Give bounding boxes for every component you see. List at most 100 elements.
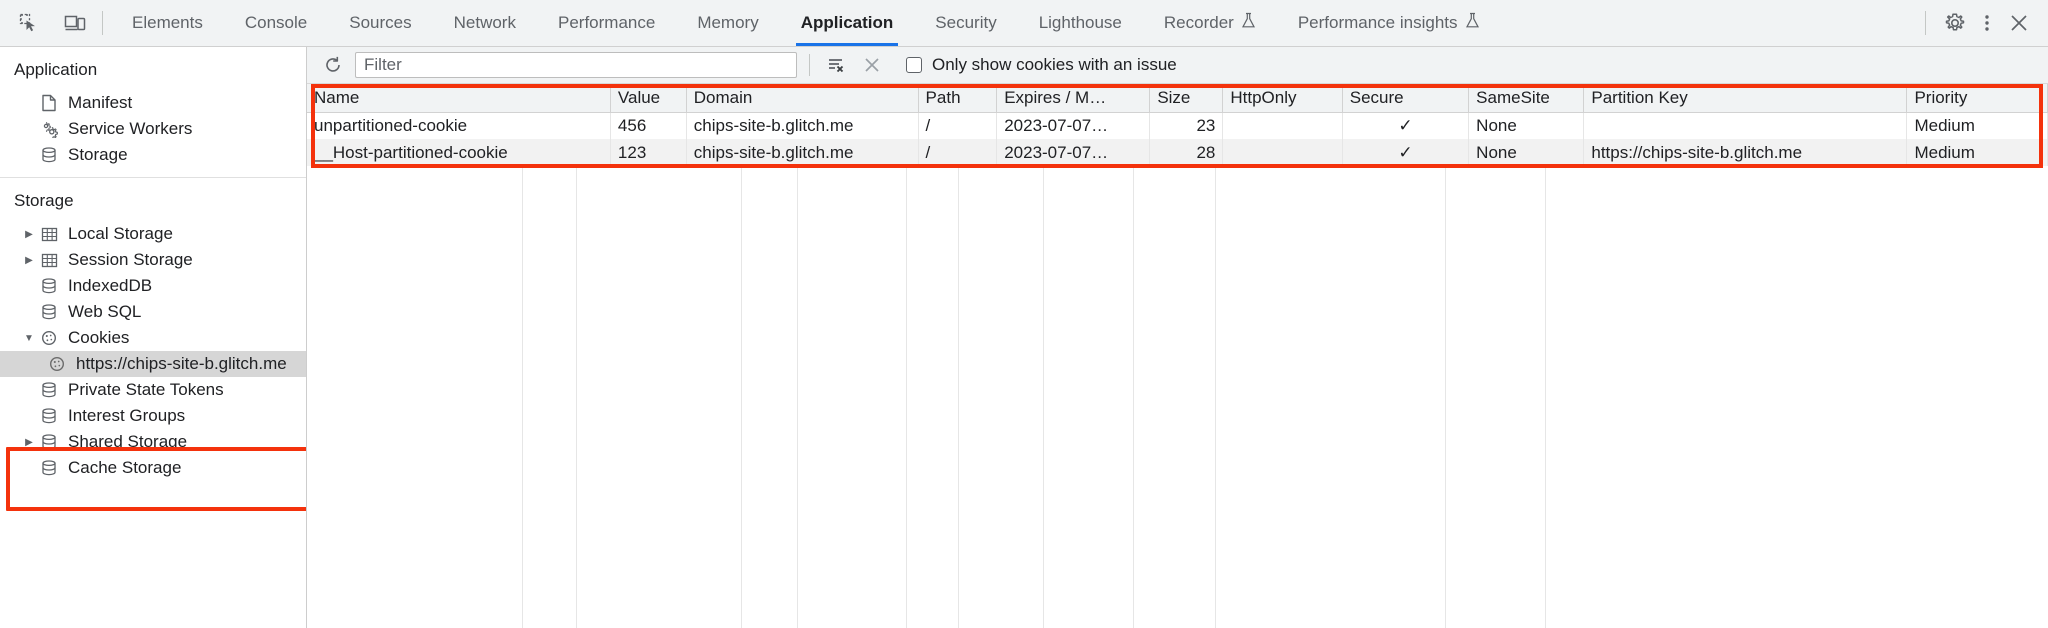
sidebar-item-service-workers[interactable]: Service Workers [0, 116, 306, 142]
column-header-priority[interactable]: Priority [1906, 84, 2048, 113]
column-header-samesite[interactable]: SameSite [1468, 84, 1585, 113]
cell-priority: Medium [1906, 139, 2048, 166]
column-header-expires[interactable]: Expires / M… [996, 84, 1151, 113]
tab-performance[interactable]: Performance [537, 0, 676, 46]
sidebar-item-local-storage[interactable]: ▶ Local Storage [0, 221, 306, 247]
tab-label: Console [244, 13, 308, 32]
sidebar-item-cookie-origin[interactable]: https://chips-site-b.glitch.me [0, 351, 306, 377]
close-icon[interactable] [2004, 8, 2034, 38]
tab-label: Elements [132, 13, 203, 32]
cell-samesite: None [1468, 112, 1585, 139]
tab-application[interactable]: Application [780, 0, 915, 46]
devtools-main-area: Application Manifest S [0, 47, 2048, 628]
only-show-issues-checkbox-row[interactable]: Only show cookies with an issue [906, 55, 1177, 75]
tab-label: Performance [557, 13, 656, 32]
sidebar-item-web-sql[interactable]: Web SQL [0, 299, 306, 325]
cookies-table: Name Value Domain Path Expires / M… Size… [307, 84, 2048, 166]
table-header-row: Name Value Domain Path Expires / M… Size… [307, 84, 2048, 113]
settings-gear-icon[interactable] [1940, 8, 1970, 38]
storage-database-icon [38, 407, 60, 425]
column-header-value[interactable]: Value [610, 84, 687, 113]
sidebar-item-label: Web SQL [68, 302, 142, 321]
sidebar-item-label: Storage [68, 145, 128, 164]
column-header-domain[interactable]: Domain [686, 84, 919, 113]
table-row[interactable]: unpartitioned-cookie 456 chips-site-b.gl… [307, 112, 2048, 139]
tab-label: Recorder [1163, 13, 1234, 32]
table-row[interactable]: __Host-partitioned-cookie 123 chips-site… [307, 139, 2048, 166]
sidebar-item-label: Session Storage [68, 250, 193, 269]
chevron-down-icon[interactable]: ▼ [24, 332, 34, 344]
storage-database-icon [38, 277, 60, 295]
chevron-right-icon[interactable]: ▶ [25, 228, 33, 240]
column-header-name[interactable]: Name [307, 84, 611, 113]
sidebar-item-shared-storage[interactable]: ▶ Shared Storage [0, 429, 306, 455]
column-header-partition-key[interactable]: Partition Key [1583, 84, 1908, 113]
tab-label: Security [935, 13, 997, 32]
toolbar-divider [809, 54, 810, 76]
cell-partition-key [1583, 112, 1908, 139]
sidebar-item-cookies[interactable]: ▼ Cookies [0, 325, 306, 351]
refresh-icon[interactable] [319, 51, 347, 79]
storage-database-icon [38, 459, 60, 477]
cell-expires: 2023-07-07… [996, 112, 1151, 139]
chevron-right-icon[interactable]: ▶ [25, 254, 33, 266]
storage-database-icon [38, 303, 60, 321]
storage-database-icon [38, 433, 60, 451]
table-grid-icon [38, 252, 60, 269]
chevron-right-icon[interactable]: ▶ [25, 436, 33, 448]
sidebar-item-manifest[interactable]: Manifest [0, 90, 306, 116]
filter-input[interactable]: Filter [355, 52, 797, 78]
sidebar-item-session-storage[interactable]: ▶ Session Storage [0, 247, 306, 273]
tab-console[interactable]: Console [224, 0, 328, 46]
device-toolbar-icon[interactable] [60, 8, 90, 38]
sidebar-item-interest-groups[interactable]: Interest Groups [0, 403, 306, 429]
only-show-issues-checkbox[interactable] [906, 57, 922, 73]
tab-recorder[interactable]: Recorder [1143, 0, 1277, 46]
cell-size: 23 [1149, 112, 1224, 139]
devtools-panel-tabs: Elements Console Sources Network Perform… [111, 0, 1501, 46]
clear-filter-icon[interactable] [822, 51, 850, 79]
inspect-element-icon[interactable] [14, 8, 44, 38]
cookie-icon [46, 355, 68, 373]
column-header-httponly[interactable]: HttpOnly [1222, 84, 1343, 113]
sidebar-item-label: https://chips-site-b.glitch.me [76, 354, 287, 373]
tab-security[interactable]: Security [914, 0, 1017, 46]
storage-database-icon [38, 381, 60, 399]
column-header-path[interactable]: Path [918, 84, 998, 113]
cell-domain: chips-site-b.glitch.me [686, 112, 919, 139]
manifest-document-icon [38, 94, 60, 112]
cell-httponly [1222, 112, 1343, 139]
tab-network[interactable]: Network [433, 0, 537, 46]
cell-domain: chips-site-b.glitch.me [686, 139, 919, 166]
cell-expires: 2023-07-07… [996, 139, 1151, 166]
tab-lighthouse[interactable]: Lighthouse [1018, 0, 1143, 46]
experiment-flask-icon [1241, 12, 1256, 34]
sidebar-item-private-state-tokens[interactable]: Private State Tokens [0, 377, 306, 403]
cookies-filter-toolbar: Filter Only show cookies with an issue [307, 47, 2048, 84]
devtools-tab-bar: Elements Console Sources Network Perform… [0, 0, 2048, 47]
tab-performance-insights[interactable]: Performance insights [1277, 0, 1501, 46]
sidebar-item-label: Service Workers [68, 119, 193, 138]
sidebar-item-cache-storage[interactable]: Cache Storage [0, 455, 306, 481]
cell-value: 123 [610, 139, 687, 166]
tab-memory[interactable]: Memory [676, 0, 779, 46]
sidebar-section-title-storage: Storage [14, 191, 74, 210]
sidebar-item-storage[interactable]: Storage [0, 142, 306, 168]
tab-sources[interactable]: Sources [328, 0, 432, 46]
sidebar-section-storage: Storage ▶ Local Storage ▶ Session Storag… [0, 178, 306, 481]
tab-label: Sources [349, 13, 412, 32]
more-options-icon[interactable] [1972, 8, 2002, 38]
tab-label: Memory [697, 13, 759, 32]
cookies-table-container: Name Value Domain Path Expires / M… Size… [307, 84, 2048, 628]
cell-path: / [918, 139, 998, 166]
sidebar-item-indexeddb[interactable]: IndexedDB [0, 273, 306, 299]
clear-all-cookies-icon[interactable] [858, 51, 886, 79]
tab-elements[interactable]: Elements [111, 0, 224, 46]
column-header-secure[interactable]: Secure [1342, 84, 1470, 113]
cell-secure: ✓ [1342, 139, 1470, 166]
application-sidebar: Application Manifest S [0, 47, 307, 628]
sidebar-item-label: Interest Groups [68, 406, 186, 425]
toolbar-divider [1925, 11, 1926, 35]
cell-name: unpartitioned-cookie [307, 112, 611, 139]
column-header-size[interactable]: Size [1149, 84, 1224, 113]
